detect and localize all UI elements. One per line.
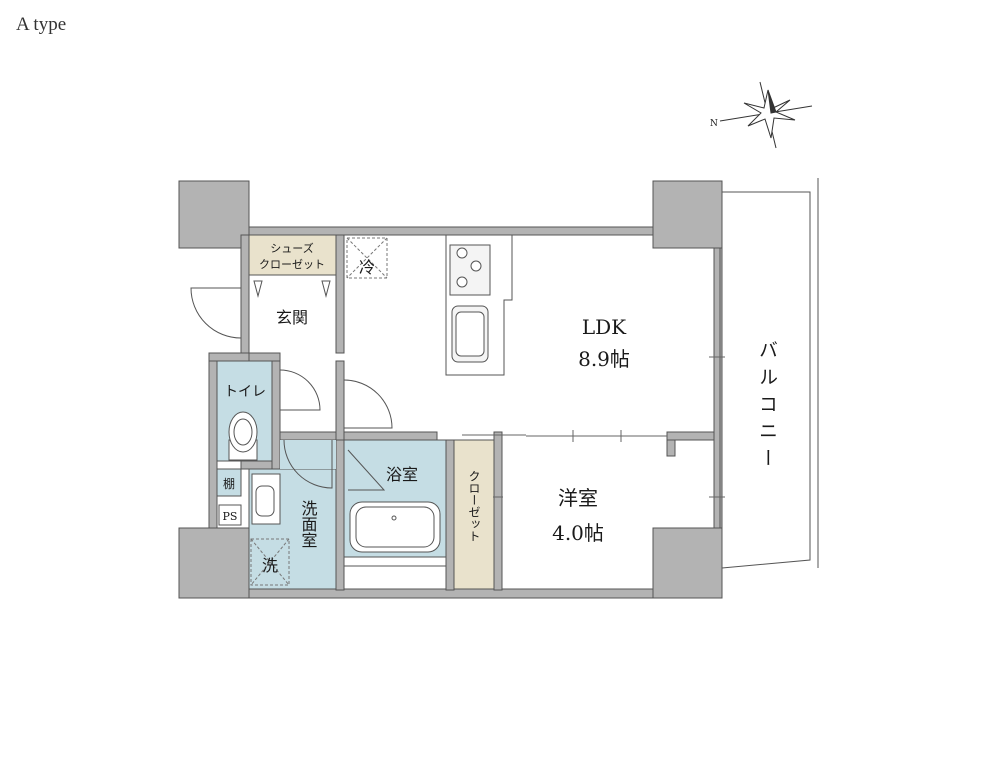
shoe-closet-area — [248, 234, 337, 276]
entrance-label: 玄関 — [276, 308, 308, 327]
kitchen-counter — [445, 234, 513, 376]
washroom-label: 洗面室 — [299, 500, 318, 548]
balcony — [719, 178, 819, 569]
western-name-label: 洋室 — [558, 486, 598, 510]
washer-space — [250, 538, 290, 586]
ps-box — [218, 504, 242, 526]
bathtub-icon — [349, 501, 441, 553]
wash-basin-icon — [251, 473, 281, 525]
shoe-closet-label-line1: シューズ — [270, 241, 313, 255]
washer-label: 洗 — [262, 556, 278, 575]
doors — [190, 280, 393, 491]
shoe-closet-label-line2: クローゼット — [259, 258, 325, 271]
shelf-area — [216, 468, 242, 497]
toilet-label: トイレ — [224, 384, 266, 400]
bathroom-label: 浴室 — [386, 465, 418, 484]
fridge-label: 冷 — [359, 258, 375, 277]
closet-label: クローゼット — [467, 470, 481, 542]
balcony-label: バルコニー — [756, 340, 778, 475]
washroom-upper-area — [280, 440, 336, 469]
ldk-size-label: 8.9帖 — [578, 347, 630, 371]
ps-label: PS — [223, 510, 238, 523]
western-size-label: 4.0帖 — [552, 521, 604, 545]
bath-bottom-slot — [343, 565, 447, 590]
closet-area — [453, 439, 495, 590]
toilet-fixture-icon — [228, 411, 258, 461]
compass-icon — [719, 81, 813, 149]
fridge-space — [346, 237, 388, 279]
compass-north-label: N — [710, 119, 718, 129]
shelf-label: 棚 — [223, 476, 235, 491]
ldk-name-label: LDK — [582, 315, 627, 339]
plan-type-label: A type — [16, 14, 67, 35]
